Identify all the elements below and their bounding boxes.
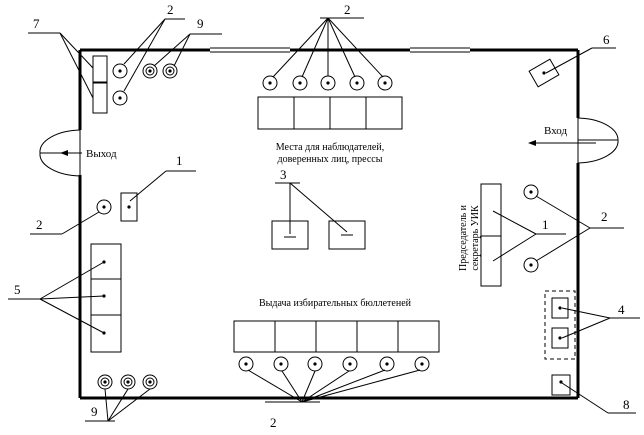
- ballots-label: Выдача избирательных бюллетеней: [259, 298, 412, 309]
- observer-cameras: [262, 75, 393, 91]
- callout-5: 5: [8, 261, 105, 334]
- room-walls: [78, 47, 580, 400]
- exit-label: Выход: [86, 148, 117, 160]
- callout-1-left-label: 1: [176, 153, 183, 168]
- callout-2-bottom: 2: [247, 369, 421, 430]
- bottom-left-cameras: [97, 374, 158, 390]
- callout-1-right-label: 1: [542, 217, 549, 232]
- observers-label-line1: Места для наблюдателей,: [276, 142, 384, 153]
- right-cameras: [523, 184, 539, 273]
- callout-3-label: 3: [280, 167, 287, 182]
- item-8-box: [551, 374, 571, 396]
- ballot-area-cameras: [238, 356, 430, 372]
- ballot-boxes: [271, 220, 366, 250]
- callout-2-top-left-label: 2: [167, 2, 174, 17]
- callout-9-top-label: 9: [197, 16, 204, 31]
- callout-6: 6: [545, 32, 616, 74]
- callout-2-right: 2: [535, 195, 624, 262]
- voting-booths: [90, 243, 122, 353]
- entry-label: Вход: [544, 125, 567, 137]
- chair-label-line2: секретарь УИК: [470, 205, 481, 271]
- item-6-device: [528, 58, 560, 88]
- callout-2-top-left: 2: [123, 2, 185, 92]
- callout-2-bottom-label: 2: [270, 415, 277, 430]
- item-4-group: [544, 290, 576, 360]
- exit-arrow: [60, 150, 82, 156]
- callout-1-right: 1: [492, 210, 566, 262]
- observer-seats: [257, 96, 403, 130]
- callout-7-label: 7: [33, 16, 40, 31]
- top-left-cameras: [112, 63, 178, 106]
- observers-label-line2: доверенных лиц, прессы: [278, 154, 383, 165]
- callout-9-bottom-label: 9: [91, 404, 98, 419]
- callout-7: 7: [28, 16, 94, 99]
- callout-1-left: 1: [129, 153, 196, 202]
- callout-4-label: 4: [618, 302, 625, 317]
- entry-door: Вход: [528, 117, 619, 164]
- callout-9-top: 9: [153, 16, 222, 67]
- item-7-stands: [92, 55, 108, 114]
- left-wall-camera: [96, 199, 112, 215]
- callout-9-bottom: 9: [85, 388, 151, 422]
- callout-2-left: 2: [30, 211, 100, 235]
- callout-4: 4: [561, 302, 640, 339]
- callout-5-label: 5: [14, 282, 21, 297]
- chair-label-line1: Председатель и: [458, 204, 469, 271]
- callout-8: 8: [561, 382, 636, 414]
- item-1-left-booth: [120, 192, 138, 222]
- callout-2-right-label: 2: [601, 209, 608, 224]
- ballot-issue-tables: [233, 320, 440, 353]
- commission-chair-table: [480, 183, 502, 287]
- window-top-2: [410, 47, 470, 53]
- entry-arrow: [528, 140, 596, 146]
- callout-2-left-label: 2: [36, 217, 43, 232]
- callout-8-label: 8: [623, 397, 630, 412]
- callout-3: 3: [275, 167, 348, 234]
- exit-door: Выход: [39, 129, 117, 177]
- callout-6-label: 6: [603, 32, 610, 47]
- callout-2-top: 2: [272, 2, 384, 78]
- callout-2-top-label: 2: [344, 2, 351, 17]
- window-top-1: [210, 47, 290, 53]
